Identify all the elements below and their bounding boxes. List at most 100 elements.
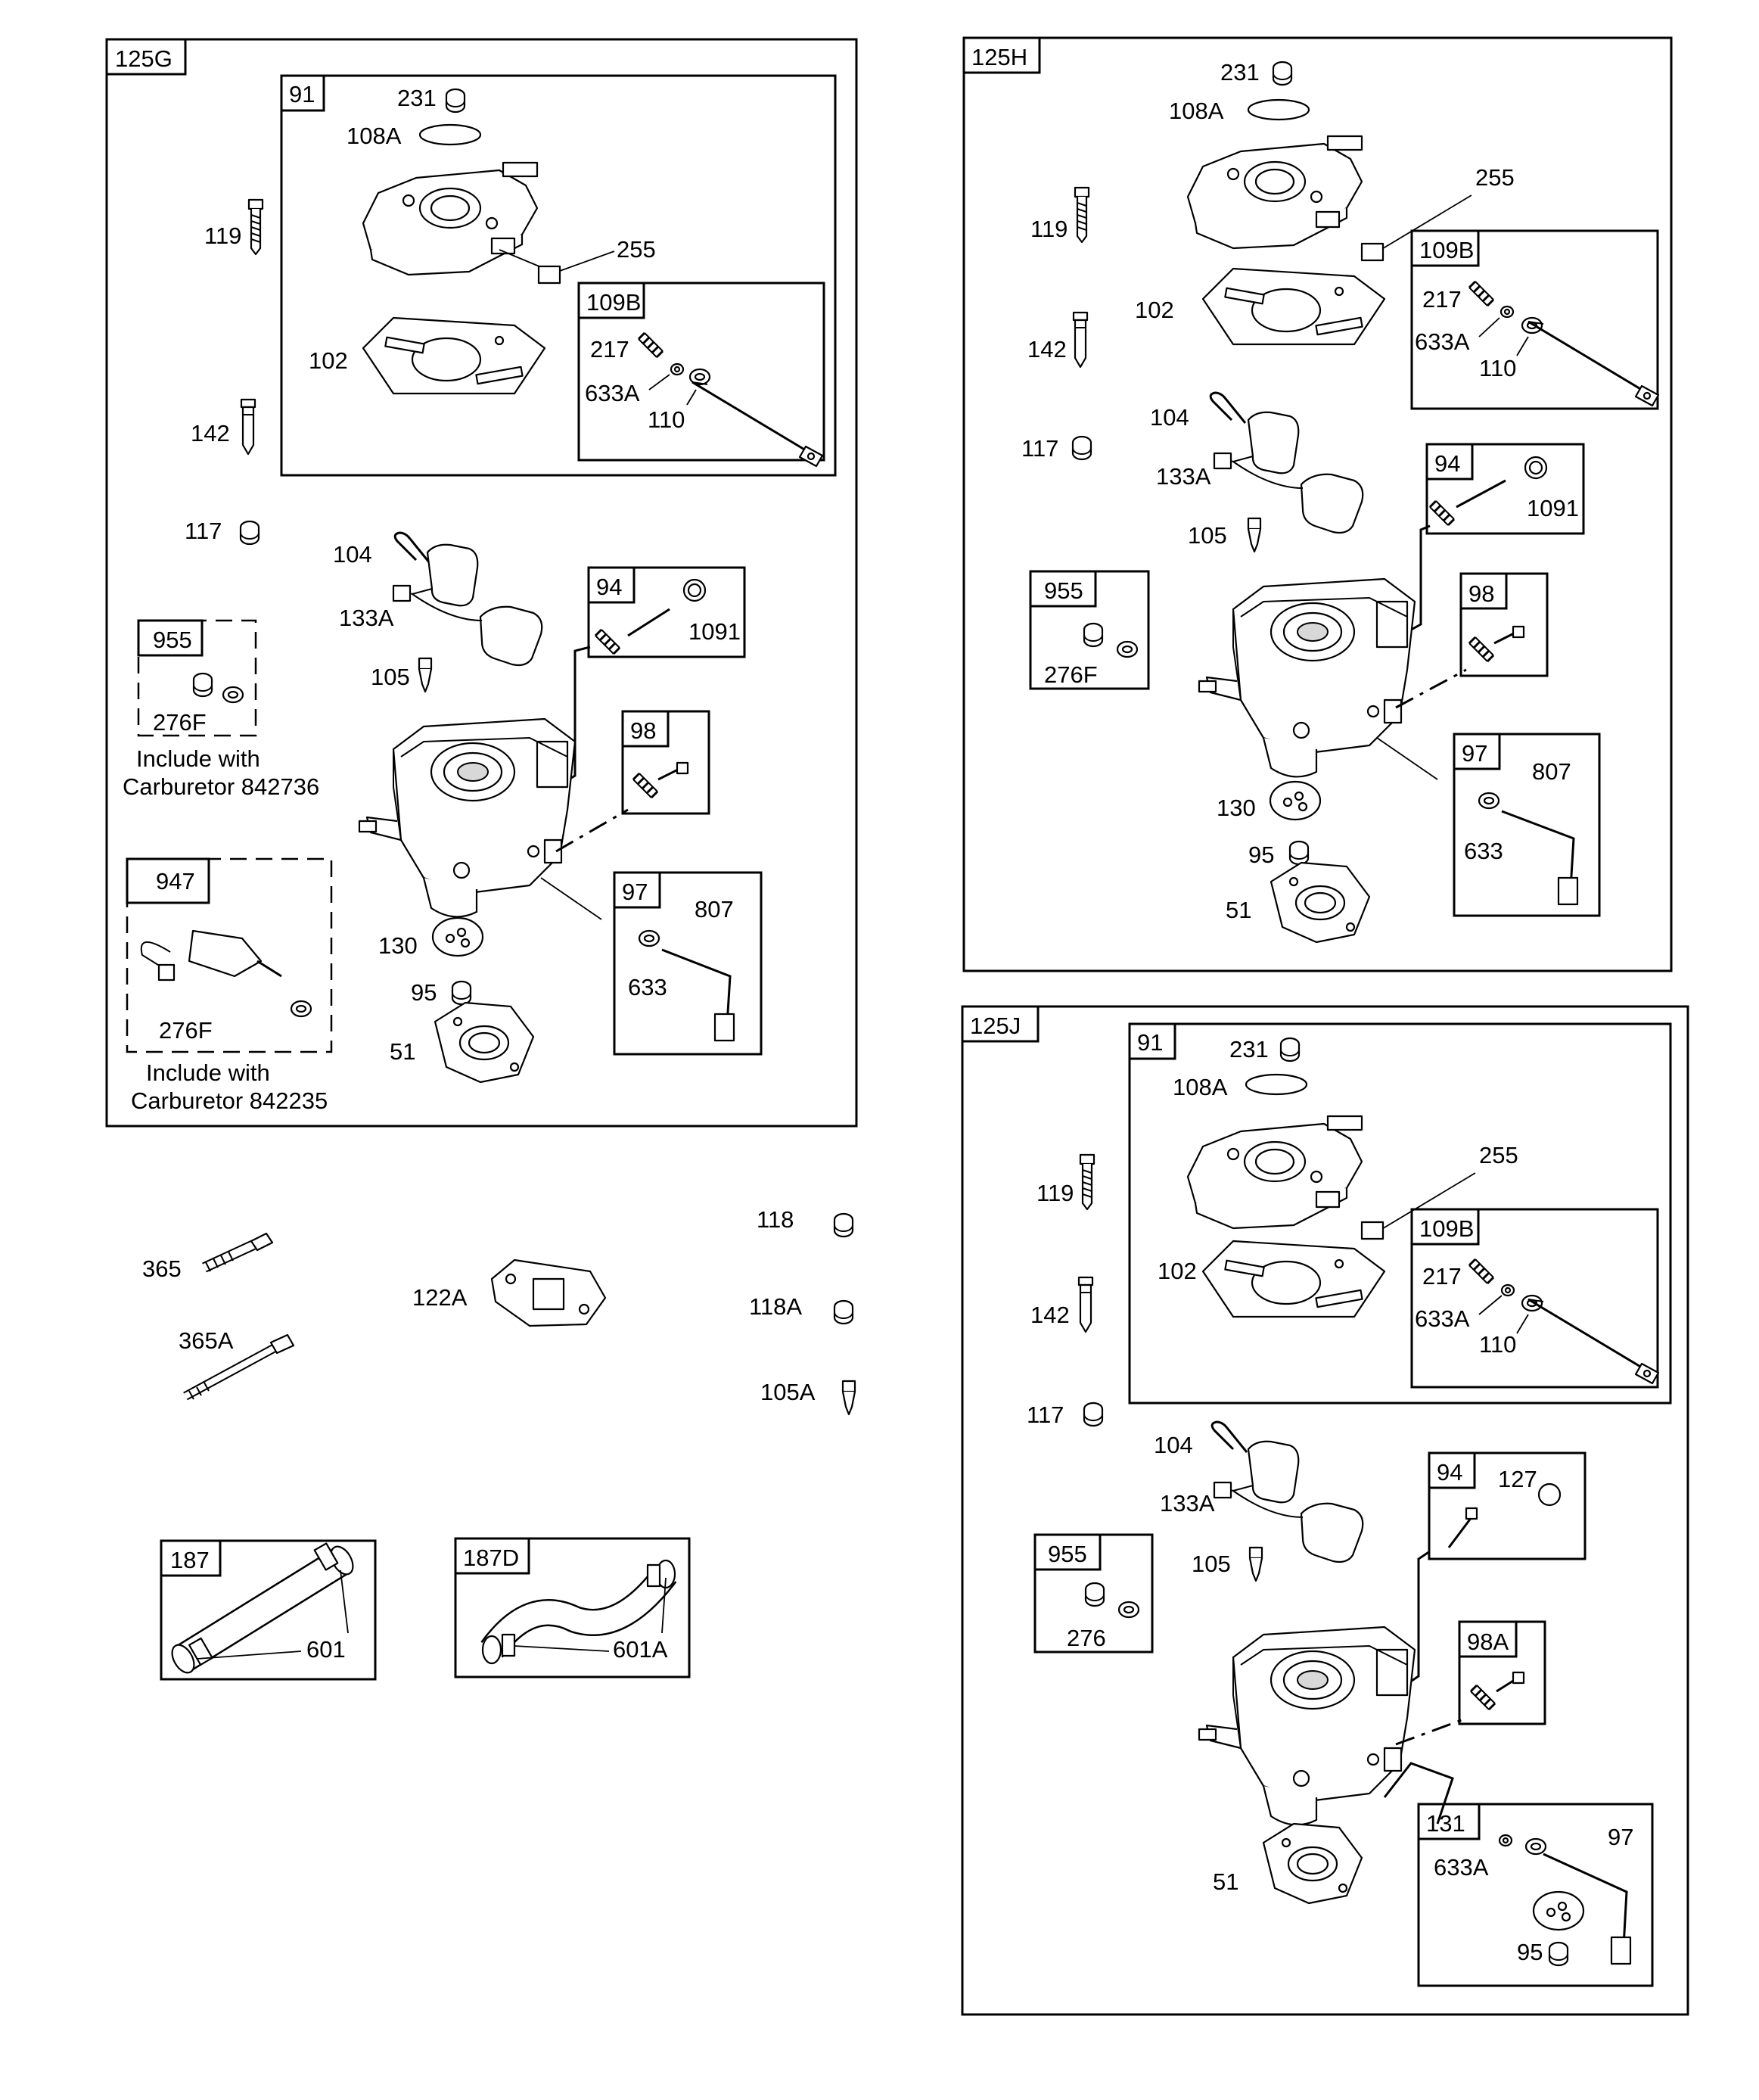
label-255: 255 xyxy=(1475,164,1515,191)
group-131 xyxy=(1417,1803,1654,1987)
label-187: 187 xyxy=(170,1547,210,1573)
label-95: 95 xyxy=(1248,842,1274,868)
label-955: 955 xyxy=(1048,1541,1087,1567)
label-217: 217 xyxy=(1422,286,1462,313)
panel-125h-label: 125H xyxy=(971,44,1027,70)
label-217: 217 xyxy=(590,336,629,362)
label-1091: 1091 xyxy=(1527,495,1579,521)
label-95: 95 xyxy=(1517,1939,1543,1965)
label-108a: 108A xyxy=(1169,98,1224,124)
label-98a: 98A xyxy=(1467,1629,1509,1655)
label-133a: 133A xyxy=(339,605,394,631)
label-633a: 633A xyxy=(1415,328,1470,355)
label-94: 94 xyxy=(1434,450,1460,477)
note-carburetor-842736: Carburetor 842736 xyxy=(123,773,319,800)
label-633a: 633A xyxy=(585,380,640,406)
label-104: 104 xyxy=(1154,1432,1193,1458)
group-109b xyxy=(1410,1208,1659,1389)
label-955: 955 xyxy=(1044,577,1083,604)
group-94 xyxy=(1428,1451,1587,1560)
label-97: 97 xyxy=(1462,740,1487,767)
label-95: 95 xyxy=(411,979,437,1006)
label-94: 94 xyxy=(596,574,622,600)
label-807: 807 xyxy=(695,896,734,922)
label-117: 117 xyxy=(1021,435,1058,462)
label-142: 142 xyxy=(191,420,230,446)
label-601a: 601A xyxy=(613,1636,668,1663)
label-133a: 133A xyxy=(1156,463,1211,490)
label-110: 110 xyxy=(1479,355,1516,381)
label-94: 94 xyxy=(1437,1459,1462,1486)
label-102: 102 xyxy=(1158,1258,1197,1284)
label-276f: 276F xyxy=(1044,661,1098,688)
label-255: 255 xyxy=(1479,1142,1518,1168)
label-276f: 276F xyxy=(153,709,207,736)
label-104: 104 xyxy=(333,541,372,568)
group-91 xyxy=(1128,1022,1672,1405)
label-110: 110 xyxy=(1479,1331,1516,1358)
label-633: 633 xyxy=(1464,838,1503,864)
label-110: 110 xyxy=(648,406,685,433)
group-97 xyxy=(613,871,763,1056)
label-276f-2: 276F xyxy=(159,1017,213,1044)
label-104: 104 xyxy=(1150,404,1189,431)
label-807: 807 xyxy=(1532,758,1571,785)
label-117: 117 xyxy=(185,518,222,544)
note-include-with-1: Include with xyxy=(136,745,260,772)
label-633a-2: 633A xyxy=(1434,1854,1489,1881)
label-133a: 133A xyxy=(1160,1490,1215,1517)
panel-125g-frame xyxy=(105,38,858,1128)
label-130: 130 xyxy=(1217,795,1256,821)
label-109b: 109B xyxy=(1419,237,1474,263)
note-include-with-2: Include with xyxy=(146,1059,270,1086)
group-94 xyxy=(587,566,746,658)
label-117: 117 xyxy=(1027,1402,1064,1428)
panel-125j: 125J 91 231 108A 255 119 109B 217 633A 1… xyxy=(961,1005,1689,2016)
label-102: 102 xyxy=(1135,297,1174,323)
label-633a: 633A xyxy=(1415,1305,1470,1332)
group-109b xyxy=(1410,229,1659,410)
label-127: 127 xyxy=(1498,1466,1537,1492)
label-142: 142 xyxy=(1030,1302,1070,1328)
panel-125j-frame xyxy=(961,1005,1689,2016)
label-91: 91 xyxy=(1137,1029,1163,1056)
label-119: 119 xyxy=(1036,1180,1074,1206)
label-119: 119 xyxy=(1030,216,1068,242)
label-142: 142 xyxy=(1027,336,1067,362)
label-51: 51 xyxy=(1226,897,1251,923)
label-105: 105 xyxy=(1192,1551,1231,1577)
label-131: 131 xyxy=(1426,1810,1465,1837)
group-94 xyxy=(1425,443,1585,535)
label-105: 105 xyxy=(1188,522,1227,549)
label-955: 955 xyxy=(153,627,192,653)
group-947 xyxy=(126,857,333,1053)
note-carburetor-842235: Carburetor 842235 xyxy=(131,1087,328,1114)
panel-125j-label: 125J xyxy=(970,1013,1021,1039)
label-118: 118 xyxy=(757,1206,794,1233)
label-231: 231 xyxy=(1220,59,1260,86)
group-109b xyxy=(577,282,825,462)
label-109b: 109B xyxy=(586,289,641,316)
label-947: 947 xyxy=(156,868,195,894)
label-187d: 187D xyxy=(463,1545,519,1571)
label-130: 130 xyxy=(378,932,418,959)
group-187 xyxy=(160,1539,377,1681)
panel-125h-frame xyxy=(962,36,1673,972)
label-231: 231 xyxy=(397,85,437,111)
label-51: 51 xyxy=(1213,1868,1238,1895)
label-276: 276 xyxy=(1067,1625,1106,1651)
group-91 xyxy=(280,74,837,477)
label-105a: 105A xyxy=(760,1379,816,1405)
loose-parts: 365 122A 118 118A 365A 105A 187 601 187D xyxy=(142,1206,856,1681)
label-91: 91 xyxy=(289,81,315,107)
label-231: 231 xyxy=(1229,1036,1269,1062)
label-98: 98 xyxy=(630,717,656,744)
label-1091: 1091 xyxy=(688,618,741,645)
label-633: 633 xyxy=(628,974,667,1000)
panel-125h: 125H 231 108A 255 119 109B 217 633A 110 … xyxy=(962,36,1673,972)
label-108a: 108A xyxy=(347,123,402,149)
label-119: 119 xyxy=(204,222,241,249)
label-109b: 109B xyxy=(1419,1215,1474,1242)
label-105: 105 xyxy=(371,664,410,690)
